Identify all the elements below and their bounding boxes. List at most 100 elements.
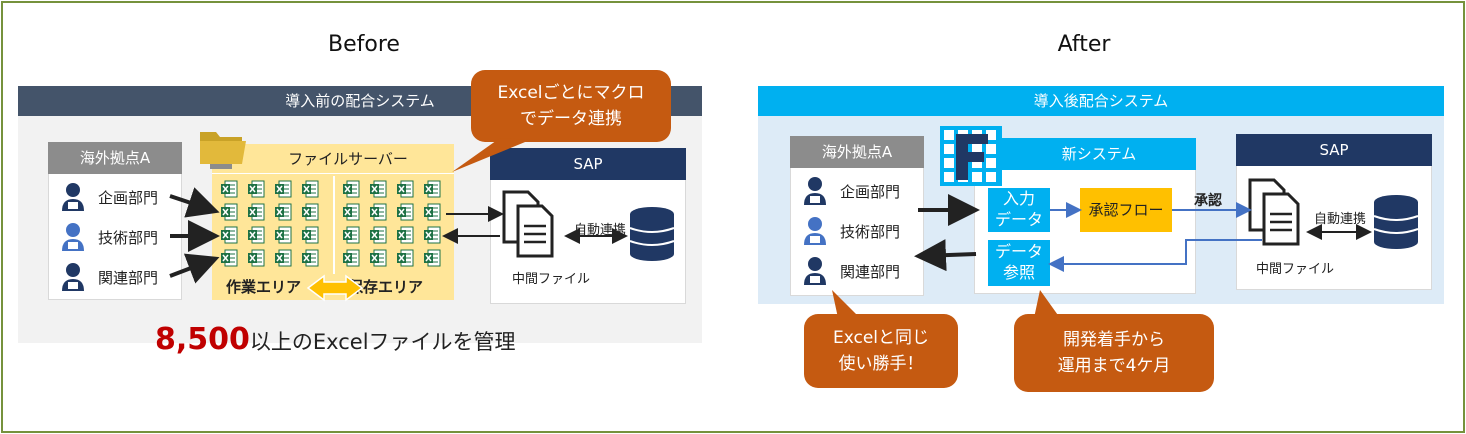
excel-file-icon bbox=[343, 180, 360, 198]
excel-file-icon bbox=[248, 203, 265, 221]
excel-file-icon bbox=[221, 226, 238, 244]
excel-file-icon bbox=[248, 249, 265, 267]
after-system-bar: 導入後配合システム bbox=[758, 86, 1444, 116]
excel-file-icon bbox=[343, 226, 360, 244]
arrow-related-to-server bbox=[169, 253, 220, 284]
area-transfer-arrow bbox=[306, 274, 364, 302]
excel-file-icon bbox=[397, 203, 414, 221]
excel-file-icon bbox=[343, 249, 360, 267]
work-area-label: 作業エリア bbox=[226, 278, 302, 296]
excel-file-icon bbox=[302, 203, 319, 221]
after-site-label: 海外拠点A bbox=[790, 136, 924, 168]
excel-file-icon bbox=[397, 226, 414, 244]
callout-line: 使い勝手！ bbox=[838, 354, 924, 374]
after-sap-label: SAP bbox=[1236, 134, 1432, 166]
approval-label: 承認 bbox=[1194, 193, 1222, 209]
dept-label: 技術部門 bbox=[98, 228, 159, 247]
excel-file-icon bbox=[221, 180, 238, 198]
dept-label: 企画部門 bbox=[840, 182, 901, 201]
arrow-planning-to-server bbox=[169, 187, 220, 218]
excel-file-icon bbox=[302, 249, 319, 267]
area-divider bbox=[333, 176, 335, 274]
callout-line: でデータ連携 bbox=[519, 109, 622, 129]
user-icon bbox=[802, 255, 828, 287]
callout-line: 開発着手から bbox=[1062, 329, 1165, 350]
before-dept-related: 関連部門 bbox=[60, 258, 180, 296]
excel-file-icon bbox=[424, 226, 441, 244]
box-line: データ bbox=[994, 242, 1043, 262]
excel-file-icon bbox=[343, 203, 360, 221]
storage-area-files bbox=[342, 180, 450, 270]
callout-line: Excelと同じ bbox=[832, 327, 930, 348]
excel-file-icon bbox=[221, 249, 238, 267]
after-callout-right-tail bbox=[1034, 290, 1060, 318]
summary-number: 8,500 bbox=[155, 322, 250, 357]
callout-line: Excelごとにマクロ bbox=[497, 82, 645, 103]
storage-area-label: 保存エリア bbox=[348, 278, 424, 296]
after-heading: After bbox=[1057, 32, 1111, 57]
dept-label: 関連部門 bbox=[98, 268, 159, 287]
before-callout: Excelごとにマクロでデータ連携 bbox=[471, 70, 671, 142]
work-area-files bbox=[220, 180, 328, 270]
excel-file-icon bbox=[397, 180, 414, 198]
excel-file-icon bbox=[424, 249, 441, 267]
after-callout-left: Excelと同じ使い勝手！ bbox=[804, 314, 958, 388]
input-data-box: 入力データ bbox=[988, 188, 1050, 232]
excel-file-icon bbox=[248, 180, 265, 198]
app-logo-icon bbox=[940, 126, 1002, 186]
arrow-ref-to-dept bbox=[914, 239, 977, 272]
before-dept-engineering: 技術部門 bbox=[60, 218, 180, 256]
after-intermediate-file-label: 中間ファイル bbox=[1256, 262, 1335, 277]
arrow-sap-to-ref bbox=[1048, 239, 1262, 272]
callout-line: 運用まで4ケ月 bbox=[1057, 356, 1171, 376]
before-summary: 8,500以上のExcelファイルを管理 bbox=[155, 322, 595, 366]
excel-file-icon bbox=[275, 249, 292, 267]
after-auto-link-label: 自動連携 bbox=[1314, 212, 1367, 227]
excel-file-icon bbox=[424, 203, 441, 221]
user-icon bbox=[802, 175, 828, 207]
excel-file-icon bbox=[424, 180, 441, 198]
data-ref-box: データ参照 bbox=[988, 240, 1050, 286]
document-icon bbox=[1248, 178, 1302, 246]
excel-file-icon bbox=[397, 249, 414, 267]
excel-file-icon bbox=[248, 226, 265, 244]
excel-file-icon bbox=[302, 180, 319, 198]
user-icon bbox=[60, 221, 86, 253]
after-dept-engineering: 技術部門 bbox=[802, 212, 922, 250]
excel-file-icon bbox=[370, 180, 387, 198]
user-icon bbox=[60, 181, 86, 213]
dept-label: 企画部門 bbox=[98, 188, 159, 207]
box-line: データ bbox=[994, 210, 1043, 229]
before-callout-tail bbox=[452, 138, 530, 172]
before-site-label: 海外拠点A bbox=[48, 142, 182, 174]
after-callout-left-tail bbox=[832, 290, 860, 318]
after-callout-right: 開発着手から運用まで4ケ月 bbox=[1014, 314, 1214, 392]
excel-file-icon bbox=[302, 226, 319, 244]
user-icon bbox=[60, 261, 86, 293]
excel-file-icon bbox=[370, 249, 387, 267]
excel-file-icon bbox=[275, 226, 292, 244]
new-system-label: 新システム bbox=[1002, 138, 1196, 170]
before-intermediate-file-label: 中間ファイル bbox=[512, 272, 591, 287]
before-heading: Before bbox=[328, 32, 400, 57]
box-line: 入力 bbox=[1002, 189, 1035, 209]
database-icon bbox=[1372, 194, 1420, 250]
dept-label: 関連部門 bbox=[840, 262, 901, 281]
excel-file-icon bbox=[275, 203, 292, 221]
user-icon bbox=[802, 215, 828, 247]
file-server-label: ファイルサーバー bbox=[212, 144, 454, 174]
excel-file-icon bbox=[370, 226, 387, 244]
dept-label: 技術部門 bbox=[840, 222, 901, 241]
after-dept-planning: 企画部門 bbox=[802, 172, 922, 210]
before-dept-planning: 企画部門 bbox=[60, 178, 180, 216]
database-icon bbox=[628, 206, 676, 262]
excel-file-icon bbox=[221, 203, 238, 221]
summary-text: 以上のExcelファイルを管理 bbox=[249, 330, 516, 354]
before-sap-label: SAP bbox=[490, 148, 686, 180]
excel-file-icon bbox=[370, 203, 387, 221]
after-dept-related: 関連部門 bbox=[802, 252, 922, 290]
excel-file-icon bbox=[275, 180, 292, 198]
folder-icon bbox=[198, 126, 248, 170]
approval-flow-box: 承認フロー bbox=[1080, 188, 1172, 232]
